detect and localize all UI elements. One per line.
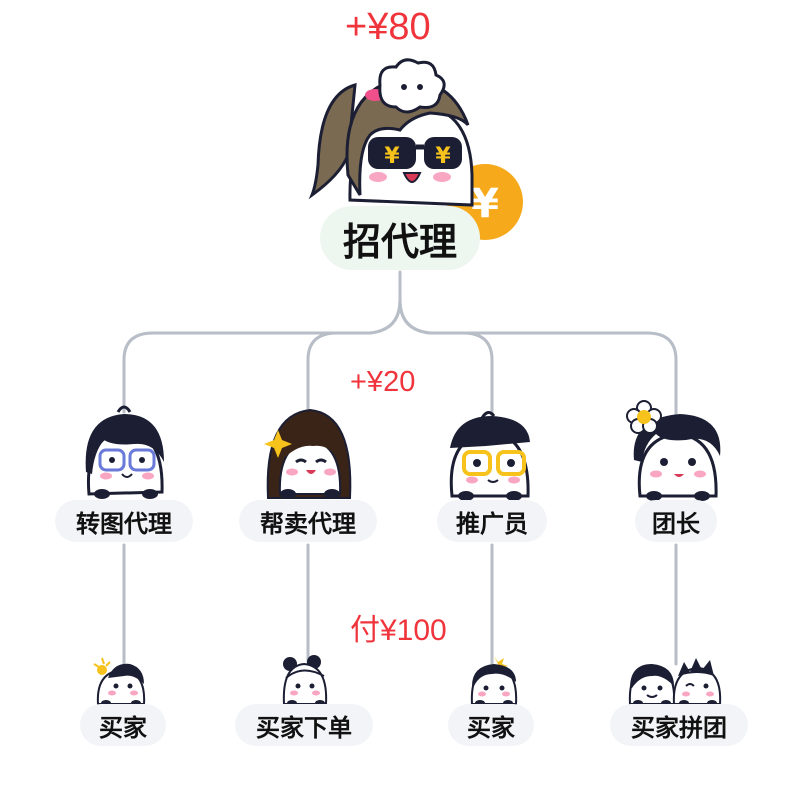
agent-avatar-3 [449,411,530,501]
root-agent-avatar: ¥ ¥ ¥ [308,58,523,240]
agent-avatar-1 [85,405,164,499]
agent-avatar-4 [626,400,721,501]
buyer-label-2: 买家下单 [235,704,373,746]
buyer-label-1: 买家 [80,704,166,746]
buyer-payment: 付¥100 [350,614,447,647]
bulb-icon [93,657,111,668]
root-agent-label: 招代理 [320,206,480,270]
agent-commission: +¥20 [350,366,416,398]
buyer-avatar-2 [282,655,328,706]
svg-text:¥: ¥ [435,144,451,169]
connector-to-agent-3 [398,298,494,420]
buyer-avatar-3 [470,656,518,706]
svg-text:¥: ¥ [471,181,499,227]
buyer-avatar-1 [93,657,146,706]
svg-text:¥: ¥ [384,144,400,169]
agent-label-4: 团长 [635,500,717,542]
flower-icon [626,400,662,434]
buyer-avatar-4 [628,658,722,706]
connector-to-agent-2 [306,298,402,412]
buyer-label-3: 买家 [448,704,534,746]
buyer-label-4: 买家拼团 [610,704,748,746]
agent-label-2: 帮卖代理 [239,500,377,542]
sparkle-icon [264,430,292,458]
connector-to-agent-4 [398,298,678,420]
agent-label-1: 转图代理 [55,500,193,542]
agent-avatar-2 [264,408,352,499]
root-commission: +¥80 [345,6,431,48]
agent-label-3: 推广员 [437,500,547,542]
